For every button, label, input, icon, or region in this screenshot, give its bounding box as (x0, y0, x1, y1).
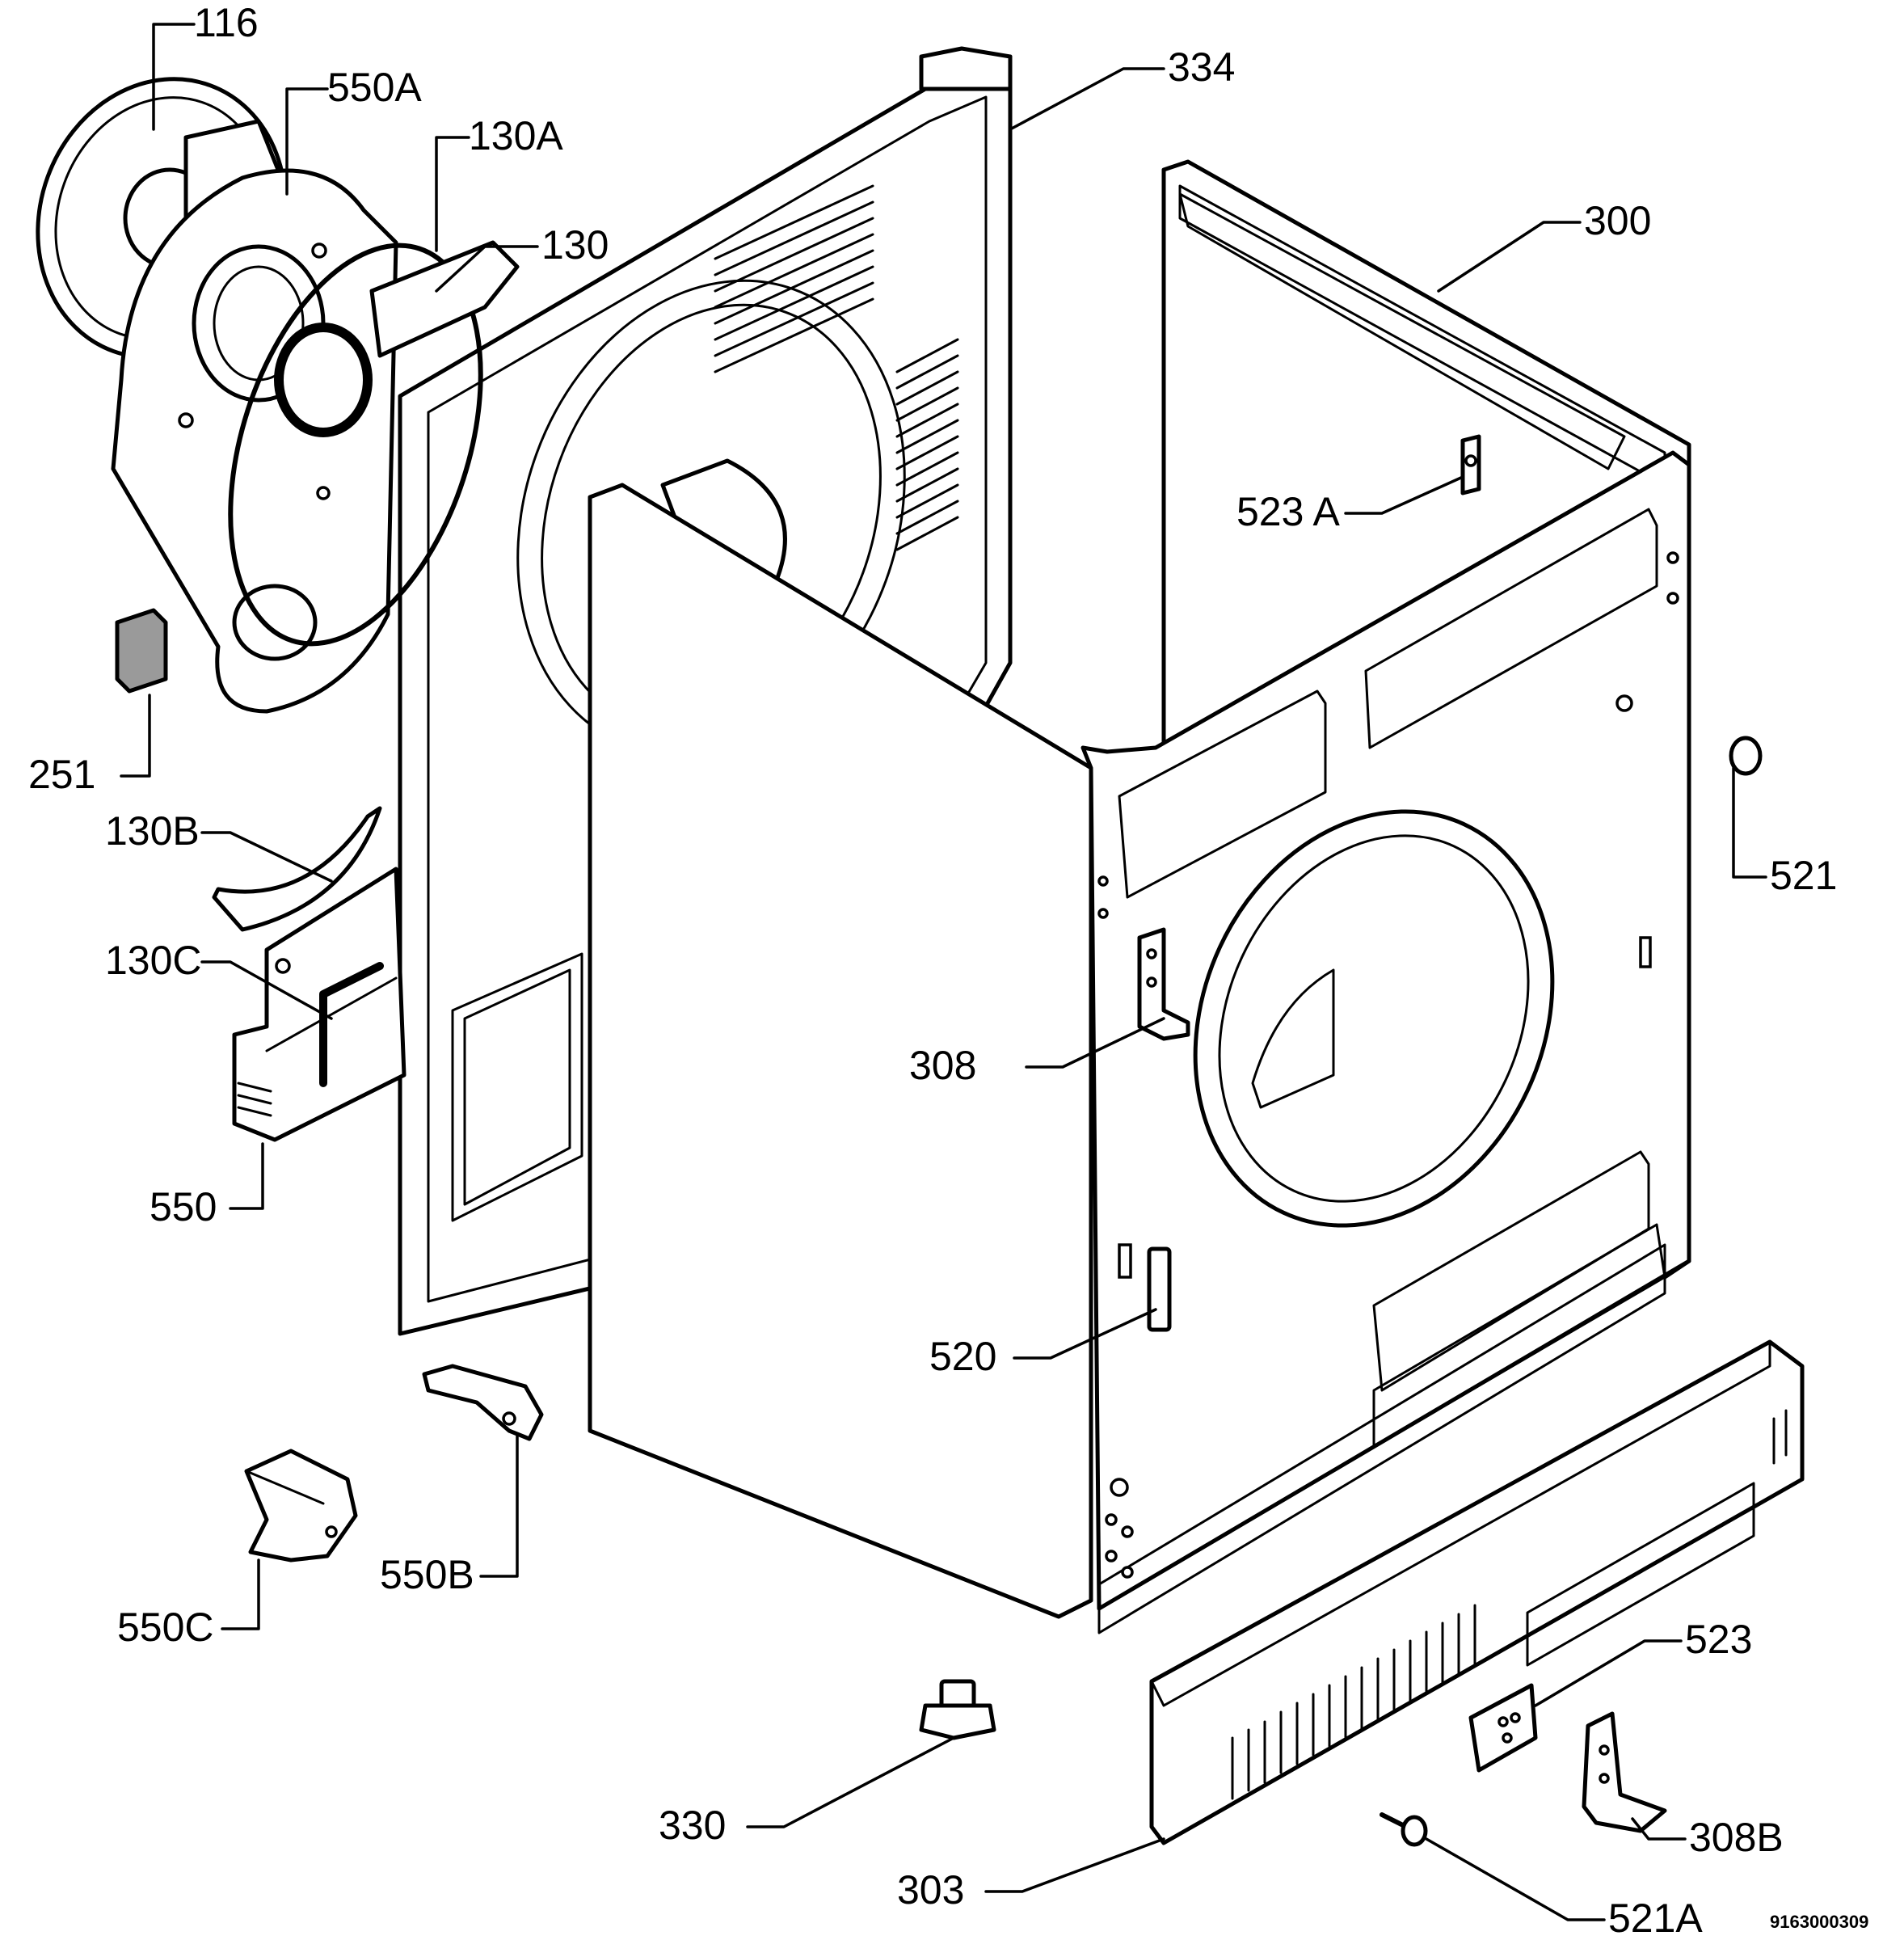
callout-550: 550 (150, 1184, 217, 1229)
part-130a-belt (228, 242, 483, 647)
part-308b-bracket (1582, 1711, 1667, 1833)
callout-550b: 550B (380, 1552, 474, 1597)
part-520-latch (1147, 1246, 1172, 1332)
callout-116: 116 (194, 0, 259, 45)
callout-521: 521 (1770, 853, 1837, 898)
callout-130a: 130A (469, 113, 563, 158)
callout-308b: 308B (1689, 1815, 1784, 1860)
part-330-foot (919, 1679, 996, 1740)
callout-labels: 116 550A 130A 130 334 300 523 A 251 130B… (28, 0, 1868, 1940)
document-code: 9163000309 (1770, 1912, 1868, 1932)
callout-130c: 130C (105, 938, 202, 983)
part-550c-hinge (244, 1449, 358, 1563)
callout-523a: 523 A (1236, 489, 1341, 534)
part-550b-hinge (422, 1364, 544, 1441)
callout-251: 251 (28, 752, 95, 797)
rear-vents-upper (714, 184, 874, 373)
callout-300: 300 (1584, 198, 1651, 243)
callout-520: 520 (929, 1334, 996, 1379)
callout-308: 308 (909, 1043, 976, 1088)
part-523a-keyhole (1460, 434, 1481, 496)
kickplate-vent-slots (1231, 1604, 1476, 1800)
part-251-block (115, 608, 168, 694)
callout-334: 334 (1168, 44, 1235, 90)
part-303-kickplate (1149, 1339, 1805, 1845)
part-130b-clip (212, 806, 382, 932)
part-300-cabinet (588, 159, 1691, 1634)
callout-130b: 130B (105, 808, 200, 854)
callout-550a: 550A (327, 65, 422, 110)
part-130c-rod (319, 962, 384, 1087)
callout-130: 130 (541, 222, 609, 268)
part-521a-screw (1380, 1812, 1428, 1847)
callout-303: 303 (897, 1867, 964, 1913)
part-523-plate (1468, 1683, 1538, 1773)
part-130-ring (274, 240, 520, 437)
callout-521a: 521A (1608, 1896, 1703, 1940)
leader-lines (120, 23, 1767, 1921)
rear-vents-lower (895, 338, 959, 551)
callout-330: 330 (659, 1803, 726, 1848)
part-521-plug (1729, 736, 1763, 776)
callout-523: 523 (1685, 1617, 1752, 1662)
callout-550c: 550C (117, 1605, 214, 1650)
